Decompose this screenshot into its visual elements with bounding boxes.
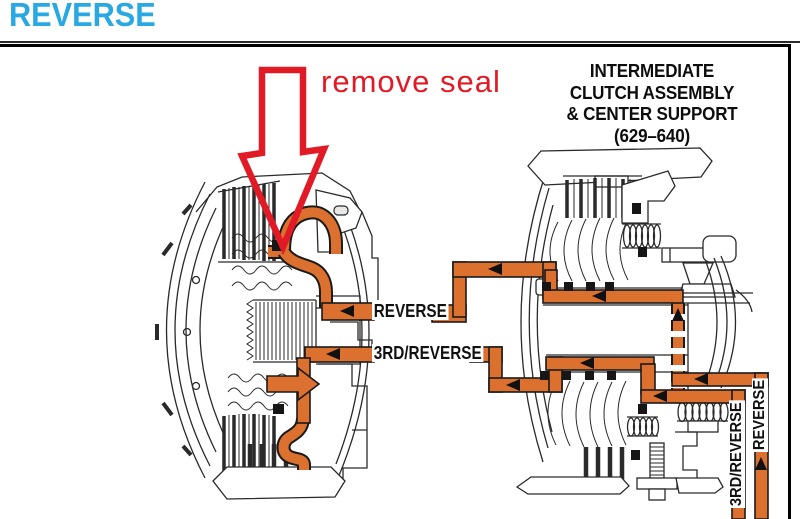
diagram-frame-top [0,44,791,47]
seal-markers [272,203,647,460]
assembly-heading-line4: (629–640) [614,124,690,146]
page-title: REVERSE [9,0,156,33]
header-rule-thin [0,41,800,43]
assembly-heading-line3: & CENTER SUPPORT [566,103,738,124]
vertical-third-reverse-pipe-label: 3RD/REVERSE [728,400,745,508]
remove-seal-arrow-icon [237,66,330,256]
assembly-heading: INTERMEDIATE CLUTCH ASSEMBLY & CENTER SU… [549,60,755,146]
assembly-heading-line1: INTERMEDIATE [589,60,715,81]
reverse-pipe-label: REVERSE [372,301,449,321]
vertical-reverse-pipe-label: REVERSE [751,377,768,452]
target-seal [272,240,283,251]
assembly-heading-line2: CLUTCH ASSEMBLY [569,81,735,103]
diagram-frame-right [788,44,791,519]
internal-flow-arrow-right [266,366,321,402]
third-reverse-pipe-label: 3RD/REVERSE [372,343,484,363]
left-assembly [155,172,379,500]
remove-seal-annotation: remove seal [321,64,501,99]
right-assembly [515,147,753,501]
